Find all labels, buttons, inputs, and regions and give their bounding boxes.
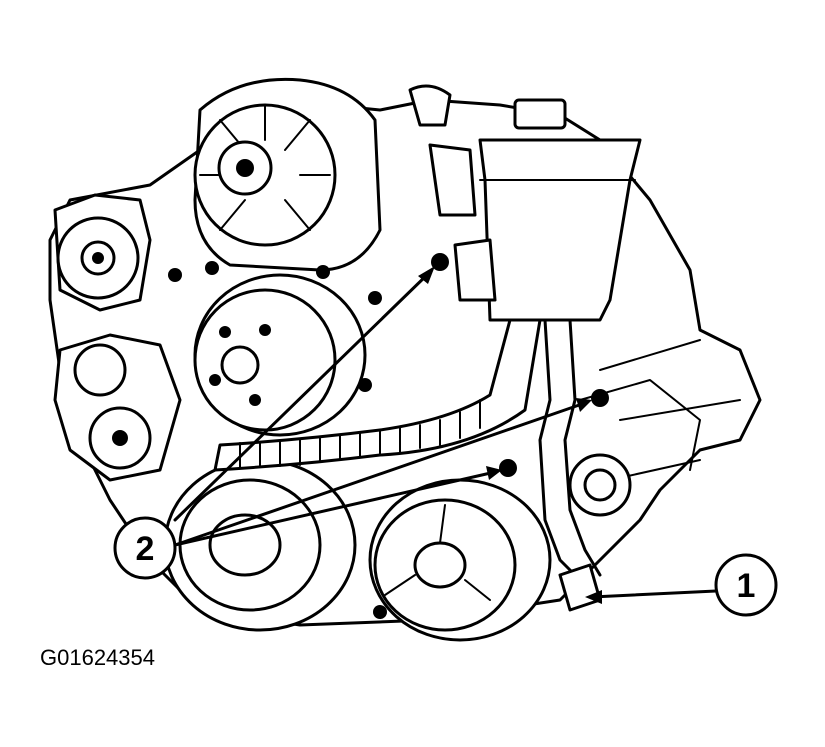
callout-1: 1	[714, 553, 778, 617]
alternator	[193, 77, 382, 272]
callout-leaders	[173, 266, 718, 604]
crankshaft-pulley	[163, 458, 357, 632]
power-steering-pump-pulley	[368, 478, 552, 642]
idler-pulley-lower	[53, 333, 182, 482]
corrugated-hose	[213, 318, 542, 472]
callout-1-label: 1	[737, 567, 756, 605]
callout-2: 2	[113, 516, 177, 580]
pump-bracket	[373, 253, 701, 619]
idler-pulley-upper	[53, 193, 152, 312]
figure-id-label: G01624354	[40, 645, 155, 670]
water-pump-pulley	[168, 261, 382, 437]
power-steering-reservoir	[408, 84, 642, 322]
callout-2-label: 2	[136, 530, 155, 568]
